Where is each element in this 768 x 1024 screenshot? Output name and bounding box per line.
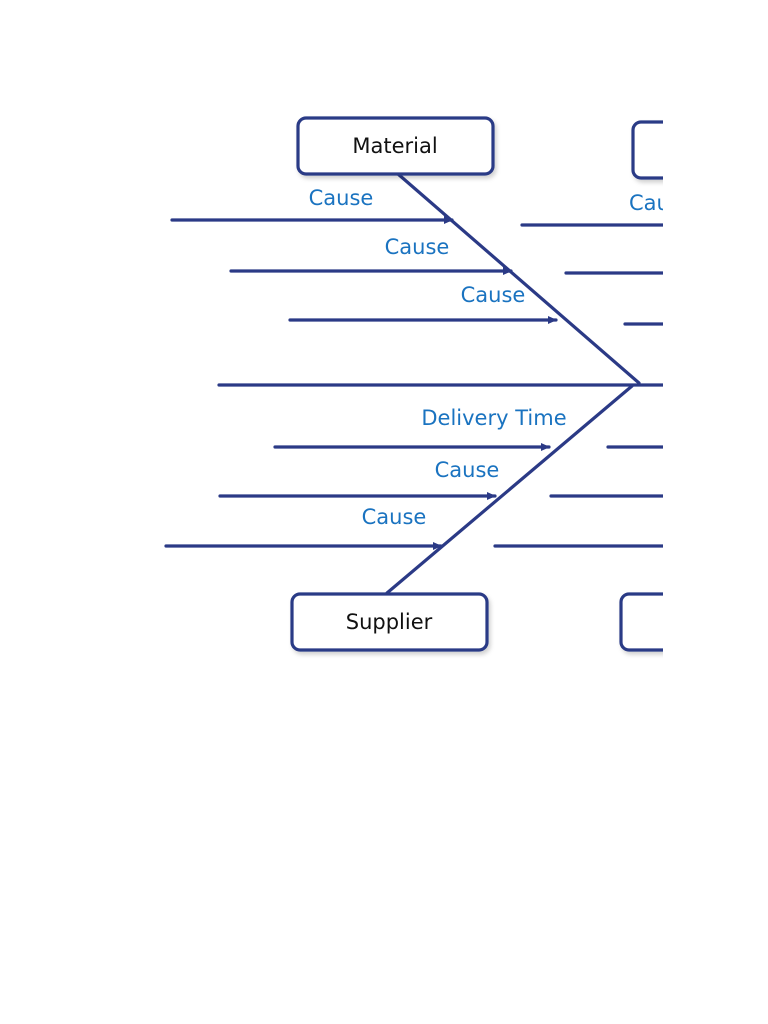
- material-category-label: Material: [352, 134, 437, 158]
- top-right-category-box: [631, 120, 663, 180]
- top-right-cause-label-1: Cau: [629, 191, 670, 215]
- supplier-category-box: [290, 592, 489, 652]
- material-cause-label-2: Cause: [385, 235, 450, 259]
- supplier-cause-label-2: Cause: [435, 458, 500, 482]
- material-cause-label-3: Cause: [461, 283, 526, 307]
- bottom-right-category-box: [619, 592, 663, 652]
- supplier-category-label: Supplier: [346, 610, 433, 634]
- supplier-cause-label-3: Cause: [362, 505, 427, 529]
- supplier-cause-label-1: Delivery Time: [421, 406, 566, 430]
- supplier-bone-line: [385, 384, 634, 595]
- material-cause-label-1: Cause: [309, 186, 374, 210]
- material-bone-line: [396, 172, 641, 385]
- material-category-box: [296, 116, 495, 176]
